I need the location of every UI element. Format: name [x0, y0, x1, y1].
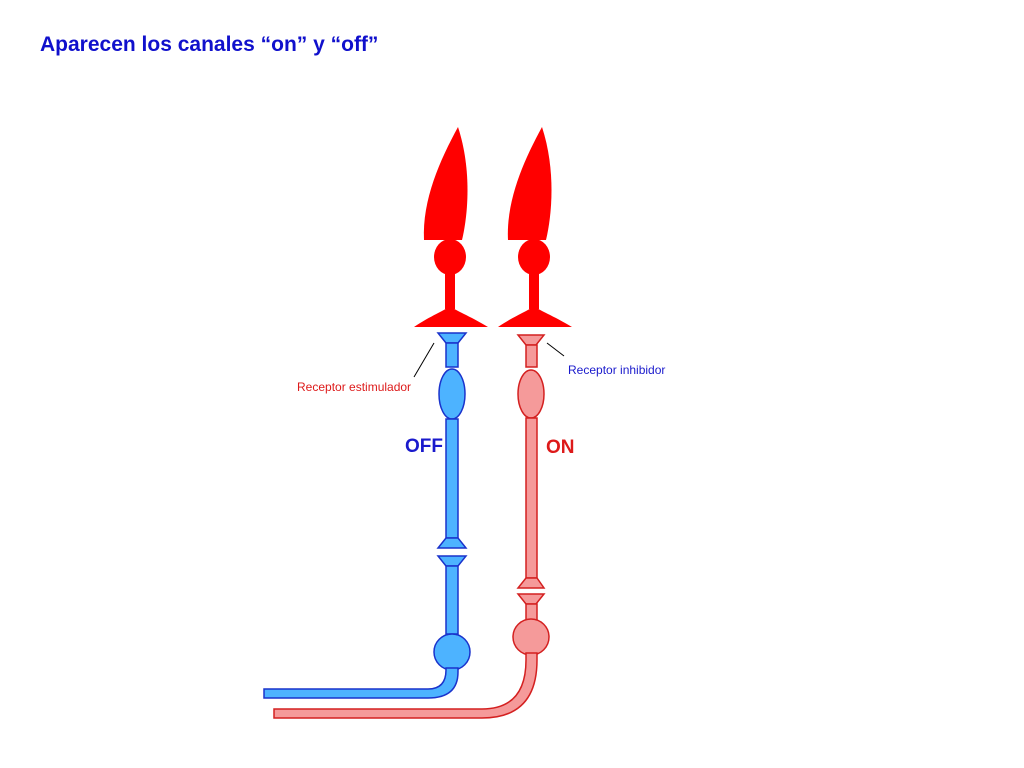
slide-title: Aparecen los canales “on” y “off” — [40, 33, 379, 56]
label-receptor-estimulador: Receptor estimulador — [297, 380, 411, 394]
leader-line-inhibidor — [546, 342, 565, 357]
photoreceptor-left — [414, 127, 488, 327]
photoreceptor-right — [498, 127, 572, 327]
leader-line-estimulador — [413, 342, 435, 378]
label-on: ON — [546, 437, 575, 458]
label-receptor-inhibidor: Receptor inhibidor — [568, 363, 665, 377]
label-off: OFF — [405, 436, 443, 457]
off-channel — [263, 332, 471, 699]
on-channel — [273, 334, 550, 719]
